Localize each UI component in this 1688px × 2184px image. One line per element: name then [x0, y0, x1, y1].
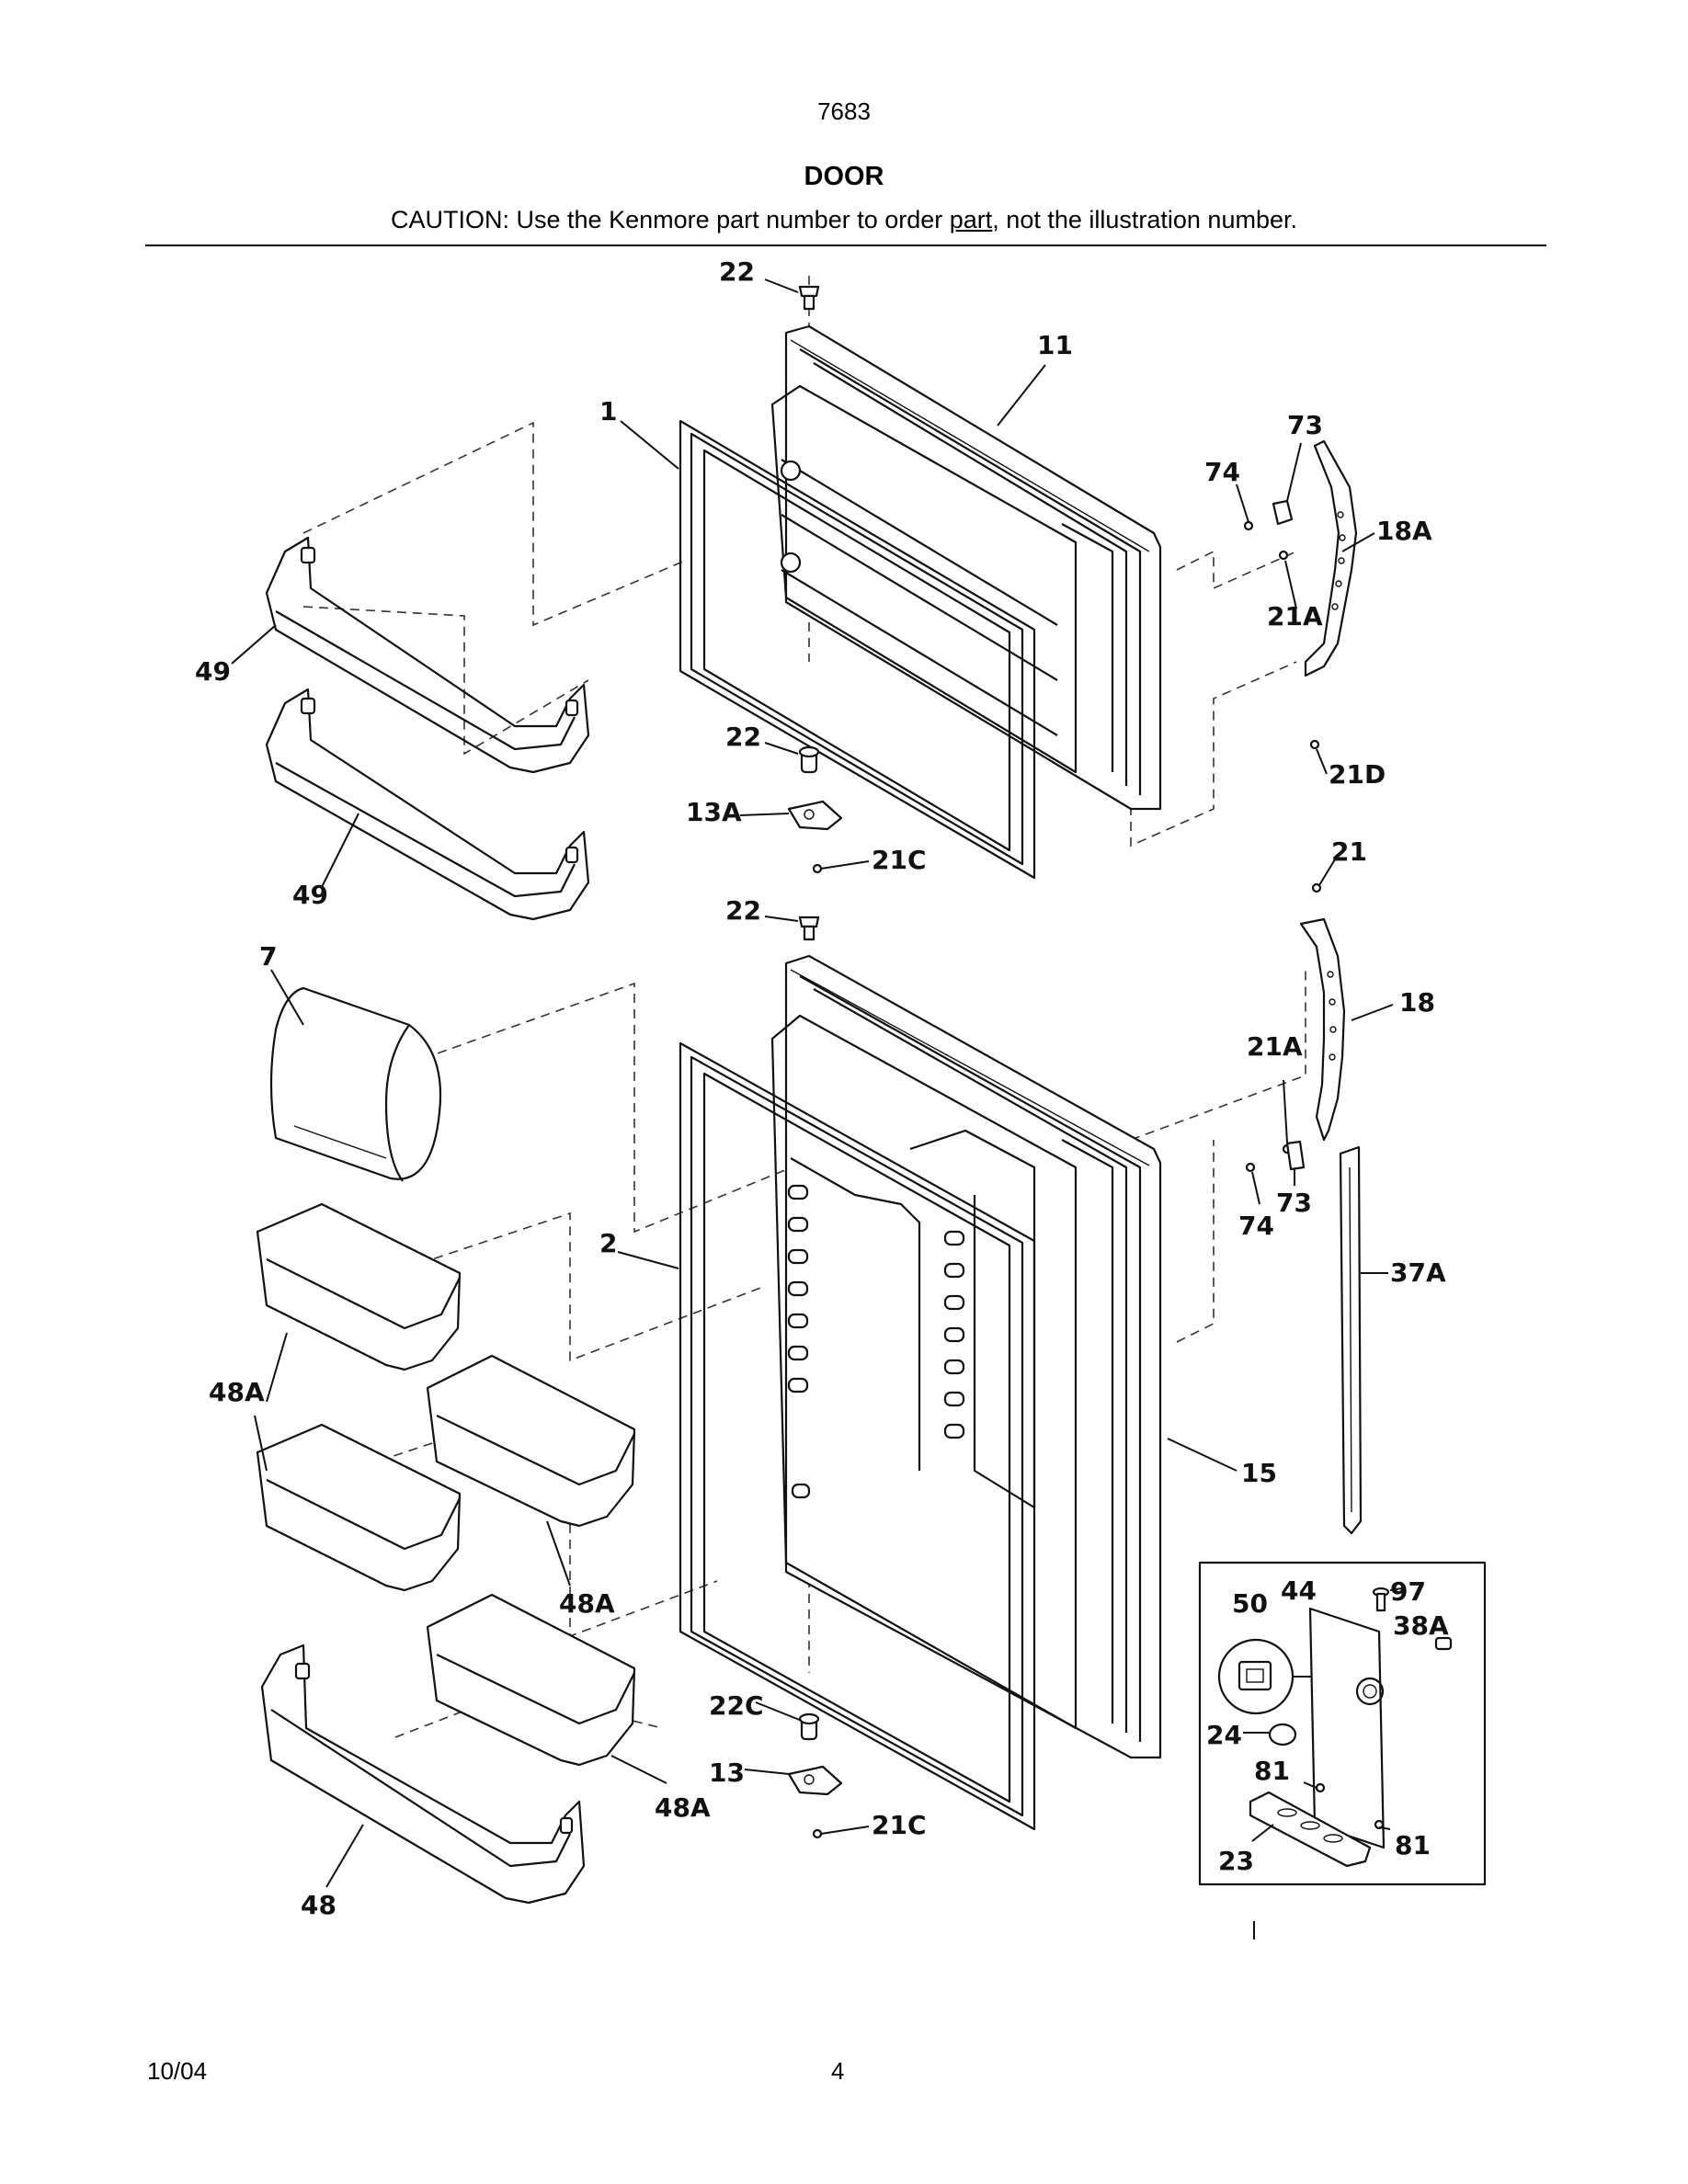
door-bin-48A-mid [426, 1354, 636, 1528]
hinge-screw-22-low [798, 916, 820, 941]
callout-21A-bot: 21A [1247, 1031, 1303, 1062]
callout-74-top: 74 [1204, 457, 1240, 487]
switch-50-circle [1217, 1638, 1295, 1715]
clip-38A [1434, 1636, 1453, 1651]
callout-50: 50 [1232, 1588, 1268, 1619]
page-number: 4 [831, 2057, 845, 2085]
callout-18A: 18A [1376, 516, 1432, 546]
callout-81-right: 81 [1395, 1830, 1431, 1860]
footer-date: 10/04 [147, 2057, 208, 2085]
hinge-plate-13A [787, 800, 843, 831]
callout-11: 11 [1037, 330, 1073, 360]
callout-21: 21 [1331, 836, 1367, 867]
door-shelf-lower [265, 688, 590, 921]
callout-48: 48 [301, 1890, 336, 1920]
handle-cap-73-top [1272, 499, 1294, 526]
screw-74-bot [1245, 1162, 1256, 1173]
screw-81-left [1315, 1782, 1326, 1793]
caution-underlined-word: part [949, 206, 993, 233]
callout-48A-low: 48A [655, 1792, 711, 1823]
callout-22-low: 22 [725, 895, 761, 926]
hinge-bushing-22-mid [798, 745, 820, 774]
callout-13A: 13A [686, 797, 742, 827]
button-97 [1372, 1587, 1390, 1612]
screw-21C-bot [812, 1828, 823, 1839]
callout-2: 2 [599, 1228, 617, 1258]
cap-24 [1268, 1723, 1297, 1746]
leader-lines [231, 279, 1403, 1888]
door-bin-48A-left-top [256, 1202, 462, 1371]
freezer-door-outer [784, 324, 1162, 811]
hinge-bushing-22C [798, 1712, 820, 1741]
callout-15: 15 [1241, 1458, 1277, 1488]
diagram-number: 7683 [817, 97, 871, 125]
screw-74-top [1243, 520, 1254, 531]
door-bin-48A-left-bottom [256, 1423, 462, 1592]
callout-21C-bot: 21C [872, 1810, 927, 1840]
screw-21A-top [1278, 550, 1289, 561]
callout-22-mid: 22 [725, 722, 761, 752]
callout-37A: 37A [1390, 1257, 1446, 1288]
fresh-food-door-outer [784, 954, 1162, 1759]
door-shelf-48 [260, 1644, 586, 1905]
inset-detail-box [1198, 1561, 1487, 1886]
caution-text-start: CAUTION: Use the Kenmore part number to … [391, 206, 950, 233]
header-rule [145, 245, 1546, 246]
hinge-plate-13 [787, 1765, 843, 1796]
handle-trim-37A [1339, 1145, 1363, 1535]
shelf-support-bumps [787, 1184, 965, 1499]
handle-cap-73-bot [1285, 1140, 1306, 1171]
callout-22C: 22C [709, 1690, 764, 1721]
callout-49-top: 49 [195, 656, 231, 687]
callout-18: 18 [1399, 987, 1435, 1018]
callout-24: 24 [1206, 1720, 1242, 1750]
callout-21D: 21D [1329, 759, 1386, 790]
callout-49-bot: 49 [292, 880, 328, 910]
callout-74-bot: 74 [1238, 1211, 1274, 1241]
caution-text-end: , not the illustration number. [992, 206, 1297, 233]
caution-note: CAUTION: Use the Kenmore part number to … [0, 206, 1688, 234]
dispenser-panel-44 [1308, 1607, 1386, 1849]
callout-48A-mid: 48A [559, 1588, 615, 1619]
fresh-food-handle-18 [1299, 917, 1346, 1142]
freezer-door-liner [770, 384, 1078, 774]
hinge-screw-22-top [798, 285, 820, 311]
callout-97: 97 [1390, 1576, 1426, 1607]
callout-81-left: 81 [1254, 1756, 1290, 1786]
callout-7: 7 [259, 941, 277, 972]
callout-21C-top: 21C [872, 845, 927, 875]
callout-48A-left: 48A [209, 1377, 265, 1407]
page-title: DOOR [804, 162, 884, 191]
door-bin-48A-low [426, 1593, 636, 1767]
callout-13: 13 [709, 1757, 745, 1788]
callout-21A-top: 21A [1267, 601, 1323, 631]
callout-22-top: 22 [719, 256, 755, 287]
callout-labels: 22 11 1 73 74 18A 21A 49 22 21D 13A 21C … [195, 256, 1449, 1920]
freezer-handle-18A [1304, 439, 1358, 677]
callout-1: 1 [599, 396, 617, 427]
fresh-food-door-gasket [679, 1041, 1036, 1831]
callout-23: 23 [1218, 1846, 1254, 1876]
callout-38A: 38A [1393, 1610, 1449, 1641]
dairy-door-cover-7 [269, 986, 442, 1182]
drip-tray-23 [1249, 1791, 1372, 1868]
callout-73-bot: 73 [1276, 1188, 1312, 1218]
door-shelf-upper [265, 536, 590, 774]
callout-73-top: 73 [1287, 410, 1323, 440]
screw-21D [1309, 739, 1320, 750]
freezer-door-gasket [679, 419, 1036, 880]
screw-21C-top [812, 863, 823, 874]
callout-44: 44 [1281, 1575, 1317, 1606]
screw-21 [1311, 882, 1322, 893]
